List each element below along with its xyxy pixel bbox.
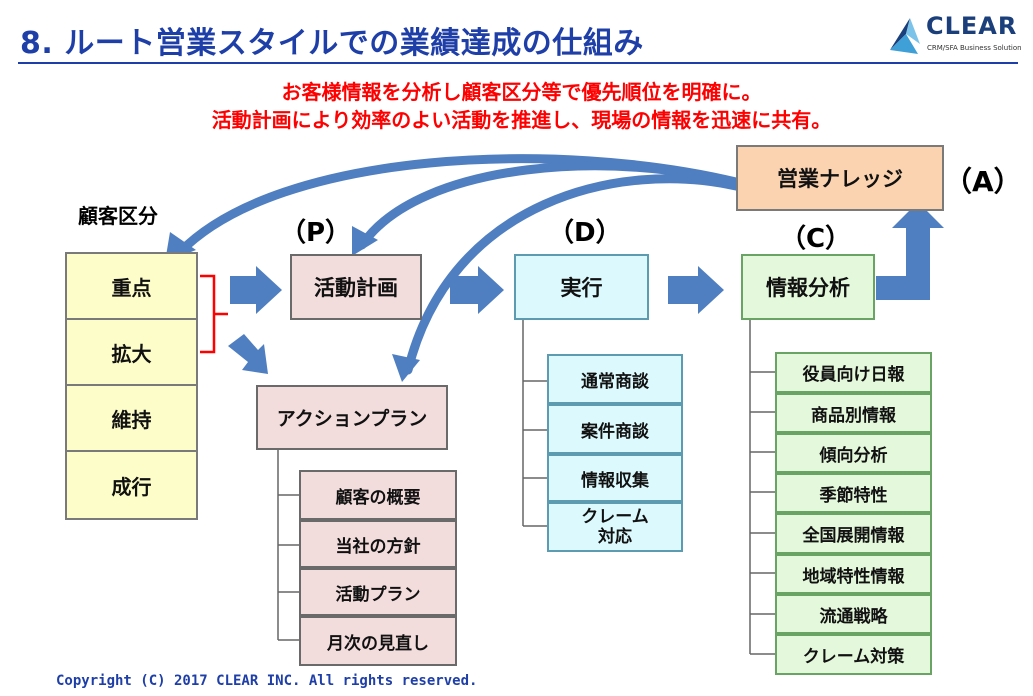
check-item: 地域特性情報 xyxy=(775,554,932,594)
customer-category-label: 顧客区分 xyxy=(78,204,158,228)
check-tree xyxy=(749,318,775,655)
check-item: 商品別情報 xyxy=(775,393,932,433)
customer-category-item: 成行 xyxy=(65,450,198,520)
action-plan-item: 活動プラン xyxy=(299,568,457,616)
check-item: 役員向け日報 xyxy=(775,352,932,393)
flow-arrow-customer-to-plan xyxy=(230,266,282,314)
feedback-arrowhead-plan xyxy=(352,226,378,256)
check-item: クレーム対策 xyxy=(775,634,932,675)
do-tree xyxy=(522,318,548,527)
check-item: 流通戦略 xyxy=(775,594,932,634)
check-item: 全国展開情報 xyxy=(775,513,932,554)
action-plan-box: アクションプラン xyxy=(256,385,448,450)
check-box: 情報分析 xyxy=(741,254,875,320)
logo-tagline: CRM/SFA Business Solution xyxy=(927,44,1022,52)
action-plan-tree xyxy=(277,450,300,641)
do-marker: （D） xyxy=(548,218,622,248)
page-title: 8. ルート営業スタイルでの業績達成の仕組み xyxy=(20,26,644,61)
check-item: 傾向分析 xyxy=(775,433,932,473)
action-plan-item: 月次の見直し xyxy=(299,616,457,666)
feedback-arrowhead-action xyxy=(392,354,420,382)
action-plan-item: 顧客の概要 xyxy=(299,470,457,520)
check-marker: （C） xyxy=(780,224,852,254)
title-underline xyxy=(18,62,1018,64)
flow-arrow-do-to-check xyxy=(668,266,724,314)
do-item: 通常商談 xyxy=(547,354,683,404)
plan-box: 活動計画 xyxy=(290,254,422,320)
act-box: 営業ナレッジ xyxy=(736,145,944,211)
do-item: 案件商談 xyxy=(547,404,683,454)
plan-marker: （P） xyxy=(280,218,352,248)
copyright: Copyright (C) 2017 CLEAR INC. All rights… xyxy=(56,673,478,689)
do-item: 情報収集 xyxy=(547,454,683,502)
logo-name: CLEAR xyxy=(926,12,1018,40)
do-item: クレーム 対応 xyxy=(547,502,683,552)
customer-category-item: 拡大 xyxy=(65,318,198,386)
priority-bracket xyxy=(200,274,228,354)
flow-arrow-plan-to-do xyxy=(450,266,504,314)
feedback-arrow-to-plan xyxy=(357,161,741,250)
action-plan-item: 当社の方針 xyxy=(299,520,457,568)
do-box: 実行 xyxy=(514,254,649,320)
customer-category-item: 重点 xyxy=(65,252,198,320)
act-marker: （A） xyxy=(944,165,1022,198)
clear-logo-icon xyxy=(890,18,920,54)
flow-arrow-check-to-act xyxy=(876,202,944,300)
subtitle-line-2: 活動計画により効率のよい活動を推進し、現場の情報を迅速に共有。 xyxy=(211,108,832,132)
flow-arrow-customer-to-action xyxy=(228,334,268,374)
check-item: 季節特性 xyxy=(775,473,932,513)
feedback-arrow-to-action xyxy=(403,174,741,375)
customer-category-item: 維持 xyxy=(65,384,198,452)
subtitle-line-1: お客様情報を分析し顧客区分等で優先順位を明確に。 xyxy=(281,80,762,104)
